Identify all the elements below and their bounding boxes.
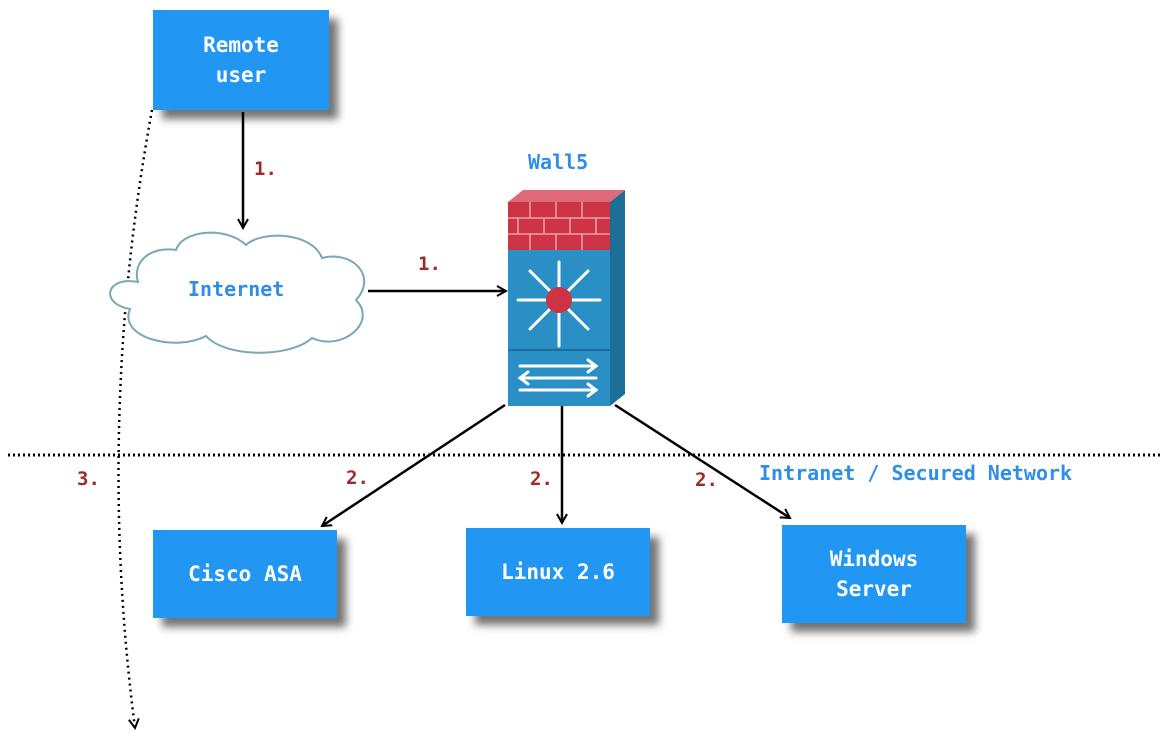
remote-user-node: Remote user [153,10,329,110]
cloud-icon [109,231,366,354]
windows-server-label: Windows Server [829,547,919,601]
step-label-user-to-internet: 1. [254,158,277,180]
windows-server-node: Windows Server [782,525,966,623]
cisco-asa-node: Cisco ASA [153,530,337,618]
intranet-zone-label: Intranet / Secured Network [759,461,1073,485]
arrow-wall5-to-cisco [322,403,506,526]
firewall-icon [508,190,625,406]
remote-user-label: Remote user [203,33,279,87]
cisco-asa-label: Cisco ASA [188,562,302,586]
step-label-wall5-to-windows: 2. [695,469,718,491]
linux-label: Linux 2.6 [501,560,615,584]
wall5-label: Wall5 [528,150,589,174]
linux-node: Linux 2.6 [466,528,650,616]
bypass-dotted-arrow [117,109,154,728]
step-label-internet-to-wall5: 1. [418,253,441,275]
step-label-wall5-to-linux: 2. [530,468,553,490]
internet-label: Internet [188,277,285,301]
step-label-wall5-to-cisco: 2. [346,467,369,489]
step-label-bypass: 3. [77,468,100,490]
arrow-wall5-to-windows [614,403,790,518]
